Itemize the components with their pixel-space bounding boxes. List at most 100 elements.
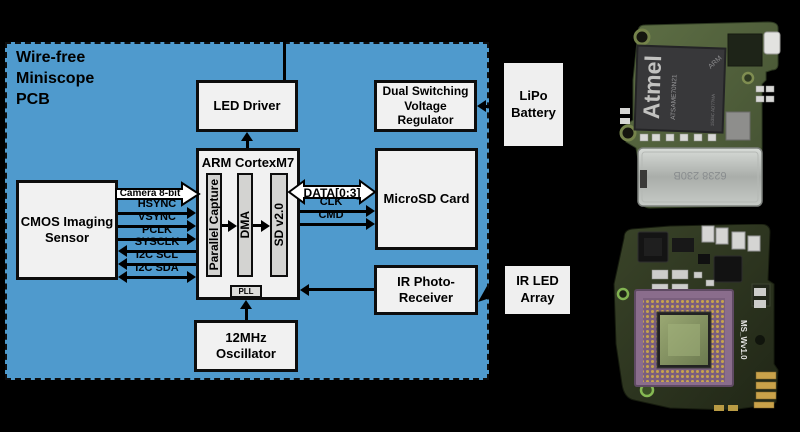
parallel-capture-label: Parallel Capture [207,179,221,271]
i2c-sda-arrowhead-left [118,271,127,283]
passive-row [651,269,715,294]
gold-pads [753,371,777,409]
chip-lot-text: 1535C AD77MA [710,94,716,126]
ir-led-line-2: Array [520,290,555,305]
i2c-scl-arrowhead [118,258,127,270]
passive [620,118,630,124]
mcu-board-photo: Atmel ATSAME70N21 ARM 1535C AD77MA 6238 … [619,21,781,209]
mcu-board-outline [623,21,779,209]
hsync-arrowhead [187,207,196,219]
arm-sub-pll: PLL [230,285,262,298]
sysclk-line [127,250,196,253]
vsync-label: VSYNC [138,211,176,223]
ir-led-line-1: IR LED [516,273,559,289]
qfn-chip-pad [644,238,662,256]
capacitor [701,225,715,243]
small-ic [672,238,694,252]
ir-receiver-line-1: IR Photo- [397,274,455,290]
lipo-line-2: Battery [511,104,556,120]
sd-slot-marking-text: 6238 230B [673,169,726,181]
passive [765,95,775,103]
i2c-sda-arrowhead-right [187,271,196,283]
passive [755,95,765,103]
image-sensor-chip [634,289,734,387]
lipo-arrowhead [477,100,486,112]
arm-core-text: ARM [707,55,723,71]
passive [754,288,766,296]
i2c-scl-line [127,263,196,266]
sysclk-arrowhead [118,245,127,257]
small-ic [698,254,710,264]
i2c-sda-label: I2C SDA [135,262,179,274]
block-lipo-battery: LiPo Battery [504,63,563,146]
cmd-label: CMD [318,209,344,221]
connector [763,31,781,55]
mounting-hole [633,28,651,46]
ir-wireless-squiggle [491,266,505,290]
atmel-part-text: ATSAME70N21 [670,74,679,120]
oscillator-line-1: 12MHz [225,330,267,346]
hole [755,335,765,345]
atmel-chip-body [633,44,727,134]
block-ir-receiver: IR Photo- Receiver [374,265,478,315]
aux-ic [727,33,763,67]
vsync-line [118,225,188,228]
gold-tab [728,405,738,411]
vsync-arrowhead [187,220,196,232]
passive-row [639,133,717,142]
led-driver-arrowhead [241,132,253,141]
sd-label: SD v2.0 [272,203,286,247]
sensor-board-outline [613,224,779,411]
lipo-line-1: LiPo [519,87,548,103]
dma-sd-arrowhead [261,220,270,232]
pc-dma-arrowhead [228,220,237,232]
cmos-line-1: CMOS Imaging [20,214,114,230]
oscillator-wire [245,307,248,320]
hsync-label: HSYNC [137,198,177,210]
pclk-line [118,238,188,241]
via [741,71,755,85]
sensor-board-photo: MS_Wv1.0 [613,224,779,411]
sd-card-slot: 6238 230B [637,147,763,207]
microsd-label: MicroSD Card [383,191,470,207]
sysclk-label: SYSCLK [134,236,180,248]
small-chip [725,111,751,141]
regulator-line-1: Dual Switching [382,84,469,99]
passive [765,85,775,93]
arm-label: ARM CortexM7 [201,155,295,170]
mounting-hole [639,382,655,398]
pclk-arrowhead [187,233,196,245]
silkscreen-text: MS_Wv1.0 [739,320,748,360]
mounting-hole [619,124,637,142]
passive [755,85,765,93]
ir-receiver-line-2: Receiver [398,290,454,305]
title-line-3: PCB [16,91,50,108]
block-microsd: MicroSD Card [375,148,478,250]
atmel-chip: Atmel ATSAME70N21 ARM 1535C AD77MA [633,44,727,134]
clk-line [289,210,366,213]
ir-arrowhead [300,284,309,296]
cmd-line [289,223,366,226]
capacitor [747,235,761,252]
block-regulator: Dual Switching Voltage Regulator [374,80,477,132]
dma-label: DMA [238,211,252,239]
diagram-title: Wire-free Miniscope PCB [16,47,94,110]
cmd-arrowhead [366,218,375,230]
block-ir-led-array: IR LED Array [505,266,570,314]
arm-sub-dma: DMA [237,173,253,277]
hsync-line [118,212,188,215]
pclk-label: PCLK [142,224,172,236]
cmos-line-2: Sensor [44,230,90,245]
pll-arrowhead [240,300,252,309]
led-top-wire [283,42,286,80]
block-oscillator: 12MHz Oscillator [194,320,298,372]
qfn-chip [713,255,743,283]
gold-tab [714,405,724,411]
lipo-wire [486,105,504,108]
data-bus-label: DATA[0:3] [303,186,361,200]
arm-sub-sd: SD v2.0 [270,173,288,277]
clk-arrowhead [366,205,375,217]
capacitor [731,231,746,250]
passive [754,300,766,308]
arm-to-led-wire [246,139,249,148]
